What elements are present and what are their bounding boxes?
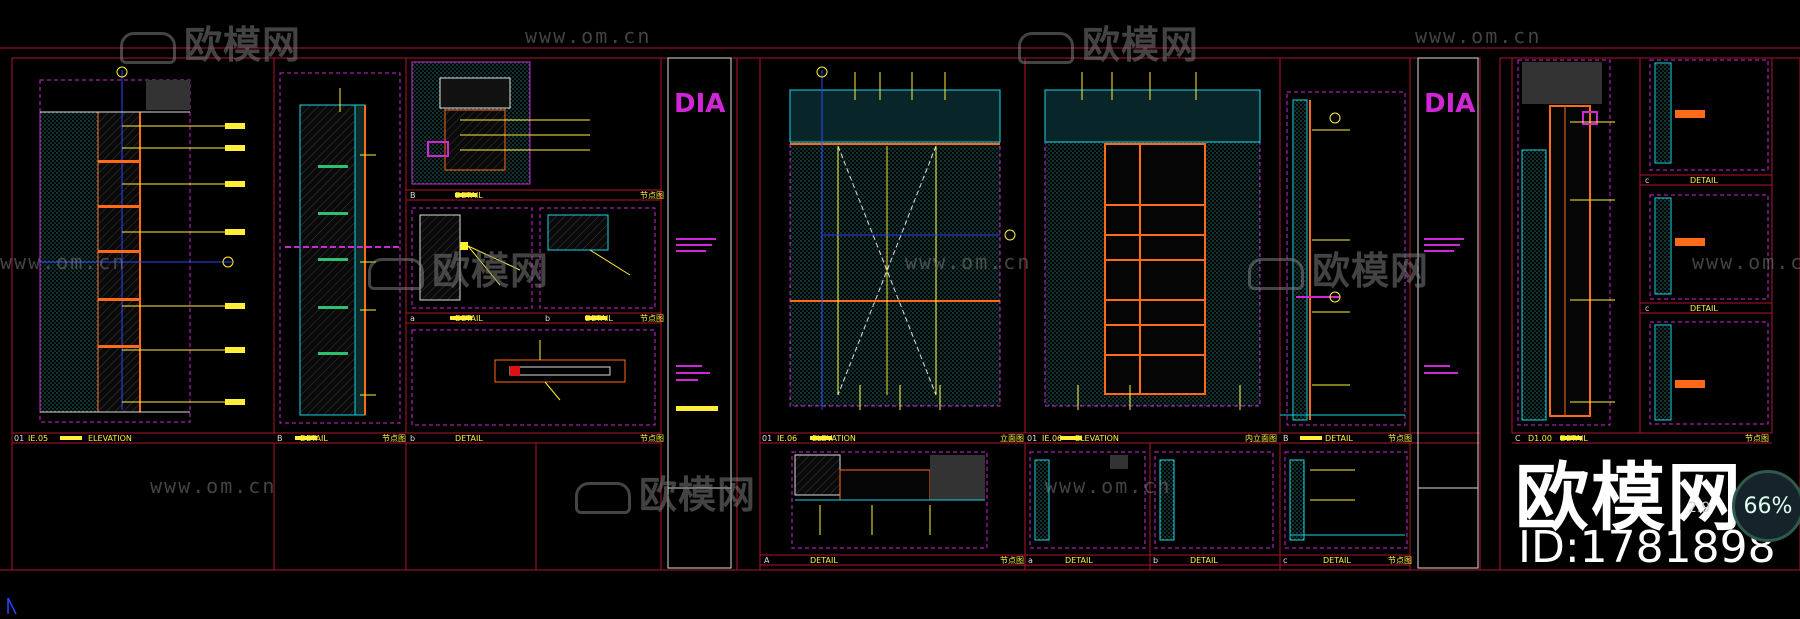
mid-node-label-4: 节点图: [1000, 556, 1024, 565]
right-detail-title: DETAIL: [1560, 434, 1588, 443]
watermark-url: www.om.cn: [525, 24, 652, 48]
watermark-logo: 欧模网: [368, 240, 549, 295]
watermark-url: www.om.cn: [0, 250, 127, 274]
watermark-url: www.om.cn: [1415, 24, 1542, 48]
sheet-labels: 01 IE.05 ELEVATION B B DETAIL 节点图 a DETA…: [14, 176, 1769, 565]
left-logo: DIA: [674, 89, 725, 119]
watermark-logo: 欧模网: [120, 14, 301, 69]
mid-node-label-1: 立面图: [1000, 433, 1024, 443]
left-detail-stack: [405, 57, 662, 434]
sofa-logo-icon: [575, 481, 631, 514]
left-elevation-tag: 01: [14, 434, 24, 443]
left-sheet: [11, 57, 732, 571]
left-elevation-title: ELEVATION: [88, 434, 132, 443]
mid-detail-title-2: DETAIL: [810, 556, 838, 565]
watermark-logo: 欧模网: [1018, 14, 1199, 69]
mid-detail-a2-tag: a: [1028, 556, 1033, 565]
left-detail-title-1: DETAIL: [455, 191, 483, 200]
left-elevation-code: IE.05: [28, 434, 48, 443]
mid-node-label-3: 节点图: [1388, 434, 1412, 443]
left-detail-title-5: DETAIL: [455, 434, 483, 443]
watermark-url: www.om.cn: [1692, 250, 1800, 274]
mid-elevation-title-1: ELEVATION: [812, 434, 856, 443]
watermark-logo: 欧模网: [575, 464, 756, 519]
mid-node-label-5: 节点图: [1388, 556, 1412, 565]
sofa-logo-icon: [1248, 257, 1304, 290]
left-title-block: [667, 57, 732, 569]
left-detail-b-tag-bottom: b: [410, 434, 415, 443]
mid-detail-b-tag: B: [1283, 434, 1289, 443]
left-detail-title-3: DETAIL: [585, 314, 613, 323]
right-node-label: 节点图: [1745, 434, 1769, 443]
title-block-logos: DIA DIA: [674, 89, 1475, 119]
ucs-cursor-icon: [7, 597, 17, 615]
mid-detail-title-1: DETAIL: [1325, 434, 1353, 443]
left-detail-a-tag: a: [410, 314, 415, 323]
mid-detail-c-tag: c: [1283, 556, 1287, 565]
left-node-label-2: 节点图: [640, 314, 664, 323]
sofa-logo-icon: [1018, 31, 1074, 64]
mid-elevation-title-2: ELEVATION: [1075, 434, 1119, 443]
mid-elevation-code-1: IE.06: [777, 434, 797, 443]
zoom-level-value: 66%: [1743, 493, 1793, 519]
middle-logo: DIA: [1424, 89, 1475, 119]
right-sheet: [1511, 57, 1773, 444]
watermark-logo: 欧模网: [1248, 240, 1429, 295]
sofa-logo-icon: [120, 31, 176, 64]
left-node-label-3: 节点图: [382, 434, 406, 443]
mid-detail-a-tag: A: [764, 556, 770, 565]
mid-elevation-code-2: IE.06: [1042, 434, 1062, 443]
mid-detail-title-5: DETAIL: [1323, 556, 1351, 565]
zoom-level-badge[interactable]: 66%: [1732, 470, 1800, 542]
mid-elevation-tag-1: 01: [762, 434, 772, 443]
watermark-url: www.om.cn: [150, 474, 277, 498]
zoom-sub-value: 2.9: [1688, 500, 1711, 516]
left-elevation-panel: [11, 57, 275, 444]
middle-title-block: [1417, 57, 1479, 569]
mid-elevation-tag-2: 01: [1027, 434, 1037, 443]
middle-sheet: [759, 57, 1480, 571]
left-lower-frames: [11, 442, 662, 571]
sofa-logo-icon: [368, 257, 424, 290]
left-detail-b-small-tag: b: [545, 314, 550, 323]
left-detail-title-4: DETAIL: [300, 434, 328, 443]
mid-node-label-2: 内立面图: [1245, 433, 1277, 443]
stamp-id: ID:1781898: [1518, 522, 1776, 573]
right-small-c-tag-1: c: [1645, 176, 1649, 185]
right-detail-c-tag: C: [1515, 434, 1521, 443]
left-node-label-4: 节点图: [640, 434, 664, 443]
middle-elevation-2-panel: [1024, 57, 1281, 440]
left-detail-title-2: DETAIL: [455, 314, 483, 323]
right-detail-title-3: DETAIL: [1690, 304, 1718, 313]
right-detail-c-code: D1.00: [1528, 434, 1552, 443]
stamp-logo: 欧模网: [1515, 455, 1743, 541]
left-detail-b2-tag-top: B: [410, 191, 416, 200]
mid-detail-title-3: DETAIL: [1065, 556, 1093, 565]
mid-detail-title-4: DETAIL: [1190, 556, 1218, 565]
left-node-label-1: 节点图: [640, 191, 664, 200]
left-detail-b-tag: B: [277, 434, 283, 443]
watermark-url: www.om.cn: [1045, 474, 1172, 498]
right-small-c-tag-2: c: [1645, 304, 1649, 313]
mid-detail-b2-tag: b: [1153, 556, 1158, 565]
middle-lower-details: [759, 442, 1411, 571]
right-detail-title-2: DETAIL: [1690, 176, 1718, 185]
watermark-url: www.om.cn: [905, 250, 1032, 274]
middle-detail-b-panel: [1279, 57, 1411, 440]
